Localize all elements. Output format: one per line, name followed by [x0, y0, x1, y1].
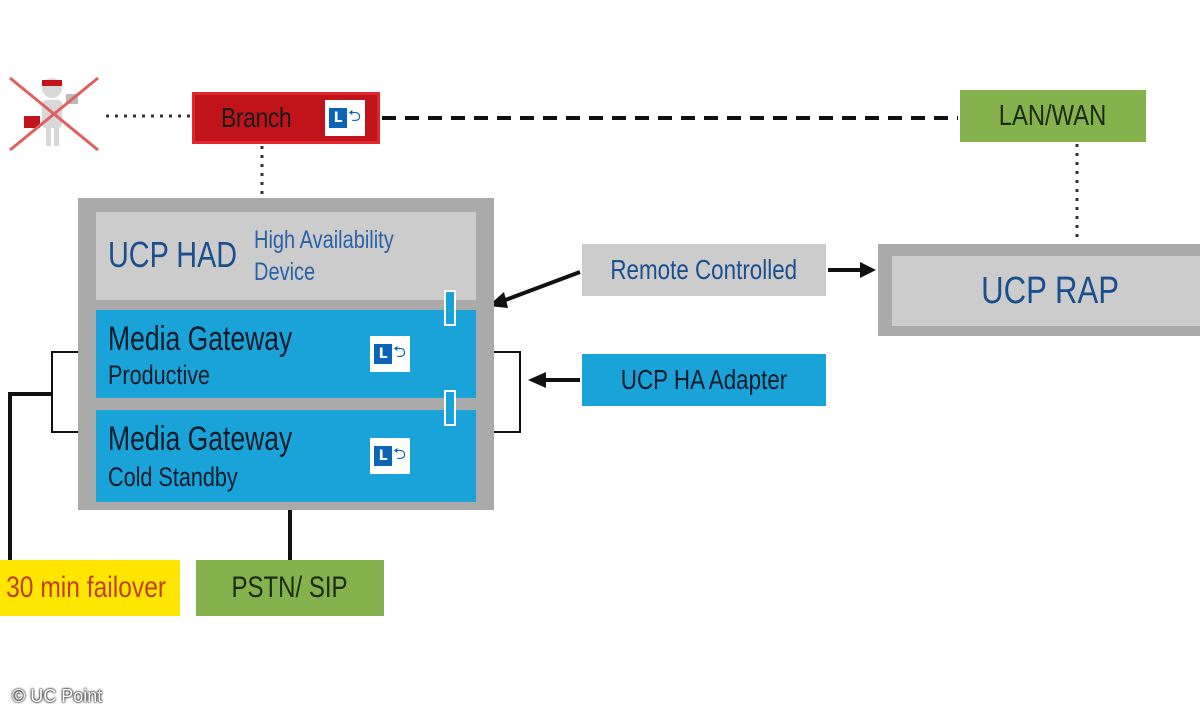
- arrowhead-remote-rap: [860, 262, 876, 278]
- bracket-ha-right: [478, 351, 521, 433]
- failover-label: 30 min failover: [6, 571, 166, 604]
- had-title: UCP HAD: [108, 234, 238, 275]
- had-subtitle-line2: Device: [254, 258, 316, 286]
- ucp-ha-adapter-box: UCP HA Adapter: [582, 354, 826, 406]
- lync-icon: L⮌: [370, 438, 410, 474]
- gateway-standby-title: Media Gateway: [108, 420, 293, 458]
- adapter-slot-bottom: [444, 390, 456, 426]
- crossed-out-user-icon: [9, 76, 99, 152]
- ucp-rap-label: UCP RAP: [981, 269, 1119, 312]
- lan-wan-label: LAN/WAN: [999, 99, 1107, 132]
- ucp-ha-adapter-label: UCP HA Adapter: [620, 364, 788, 395]
- remote-controlled-label: Remote Controlled: [610, 254, 798, 285]
- connector-failover: [8, 392, 52, 560]
- branch-label: Branch: [221, 102, 292, 133]
- gateway-standby-subtitle: Cold Standby: [108, 462, 238, 492]
- lync-icon: L⮌: [370, 336, 410, 372]
- media-gateway-productive: Media Gateway Productive L⮌: [96, 310, 476, 398]
- ucp-rap-box: UCP RAP: [892, 256, 1200, 326]
- gateway-productive-title: Media Gateway: [108, 320, 293, 358]
- failover-box: 30 min failover: [0, 560, 180, 616]
- copyright-watermark: © UC Point: [12, 686, 103, 706]
- lync-icon: L⮌: [325, 100, 365, 136]
- gateway-productive-subtitle: Productive: [108, 360, 211, 390]
- media-gateway-cold-standby: Media Gateway Cold Standby L⮌: [96, 410, 476, 502]
- pstn-sip-box: PSTN/ SIP: [196, 560, 384, 616]
- branch-box: Branch L⮌: [192, 92, 380, 144]
- pstn-sip-label: PSTN/ SIP: [231, 571, 349, 604]
- arrowhead-ha-adapter: [528, 372, 546, 388]
- had-subtitle-line1: High Availability: [254, 226, 394, 254]
- had-header-panel: [96, 212, 476, 300]
- remote-controlled-box: Remote Controlled: [582, 244, 826, 296]
- lan-wan-box: LAN/WAN: [960, 90, 1146, 142]
- adapter-slot-top: [444, 290, 456, 326]
- arrow-remote-to-had: [499, 270, 581, 304]
